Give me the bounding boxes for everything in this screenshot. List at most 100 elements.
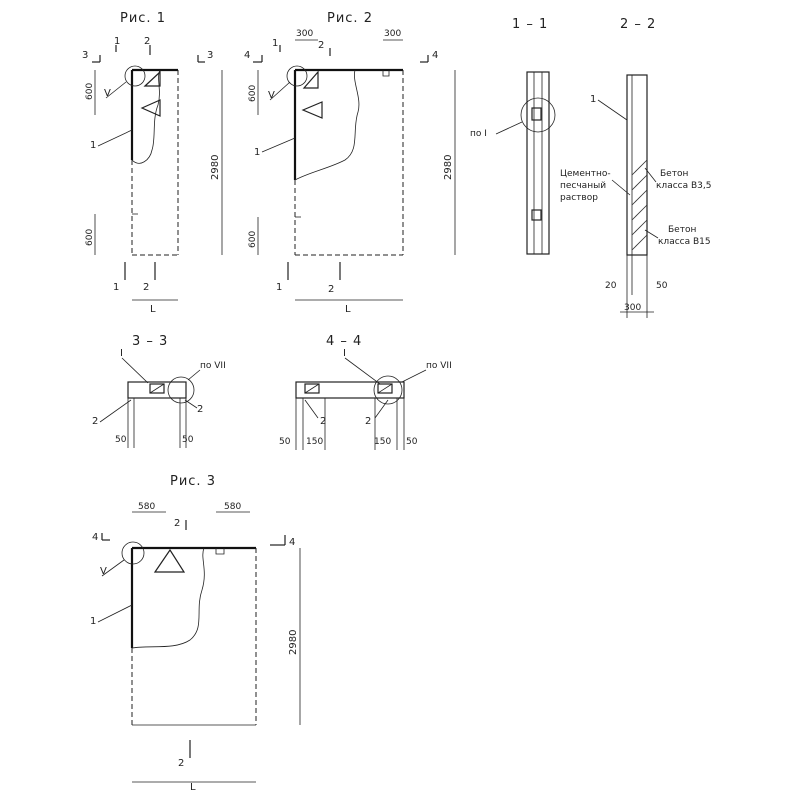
fig3-width: L [190,782,196,793]
sec22-concrete-bot-2: класса В15 [658,237,711,247]
fig1-cutaway [131,69,161,164]
fig2-sec4-right: 4 [432,50,438,61]
sec33-mark-i-leader [121,357,149,384]
sec11-outline [526,71,550,255]
fig1-lifting-loop-top [143,70,161,87]
sec22-concrete-top-2: класса В3,5 [656,181,711,191]
sec22-hatch-line-5 [631,219,648,236]
fig1-detail-circle [124,65,146,87]
fig1-dim-600-bottom: 600 [85,229,95,246]
fig3-mark-v-leader [101,559,125,577]
sec22-dim-20: 20 [605,281,617,291]
fig2-dim-600-bottom: 600 [248,231,258,248]
fig1-mark-v-leader [105,81,127,99]
sec33-label-2-right: 2 [197,404,203,415]
figure-3: Рис. 3 580 580 2 4 4 V 1 2980 2 L [90,474,301,793]
sec22-hatch-line-4 [631,204,648,221]
fig1-dim-1-bottom: 1 [113,282,119,293]
sec33-detail-circle [167,376,195,404]
sec33-outline [127,381,187,399]
fig1-dim-2-bottom: 2 [143,282,149,293]
fig3-dim-580-left: 580 [138,502,155,512]
sec33-title: 3 – 3 [132,334,168,349]
sec22-callout-1: 1 [590,94,596,105]
sec33-insert [149,383,165,394]
sec44-title: 4 – 4 [326,334,362,349]
fig3-dim-2-top: 2 [174,518,180,529]
sec11-title: 1 – 1 [512,17,548,32]
fig2-dim-1-top: 1 [272,38,278,49]
sec44-callout-leader [401,369,427,383]
fig2-lifting-loop-top [302,70,319,89]
sec44-mark-i: I [343,348,346,359]
sec22-callout-leader [597,99,628,121]
fig3-cutaway [131,547,205,649]
figure-2: Рис. 2 4 4 1 2 300 300 600 600 V [244,11,456,315]
sec22-hatch [631,159,648,251]
fig3-title: Рис. 3 [170,474,216,489]
fig3-detail-circle [121,541,145,565]
fig2-mark-v-leader [269,81,291,101]
sec44-insert-right-diag [377,383,393,394]
fig1-dim-2-top: 2 [144,36,150,47]
fig2-dim-600-top: 600 [248,85,258,102]
sec22-hatch-line-1 [631,159,648,176]
sec44-mark-i-leader [344,357,381,385]
fig3-lifting-loop [153,548,186,573]
sec44-label-2-right-leader [374,399,389,419]
sec11-insert-top [531,107,542,121]
fig2-callout-leader [261,137,296,153]
fig3-sec4-left: 4 [92,532,98,543]
fig2-right-loop [382,70,390,77]
sec44-dim-50-right: 50 [406,437,418,447]
sec22-hatch-line-3 [631,189,648,206]
fig1-dim-600-top: 600 [85,83,95,100]
fig2-dim-300-right: 300 [384,29,401,39]
sec22-hatch-line-6 [631,234,648,251]
fig3-right-loop [215,548,225,555]
sec33-callout-leader [187,369,201,381]
section-4-4: 4 – 4 I по VII 2 2 50 150 150 50 [279,334,452,450]
fig1-lifting-loop-mid [140,99,161,117]
sec33-label-2-left-leader [99,399,132,423]
sec22-concrete-top-1: Бетон [660,169,688,179]
section-2-2: 2 – 2 1 Цементно- песчаный раствор Бетон… [560,17,711,318]
fig1-callout-1: 1 [90,140,96,151]
sec33-mark-i: I [120,348,123,359]
sec44-label-2-left: 2 [320,416,326,427]
sec22-concrete-bot-1: Бетон [668,225,696,235]
sec22-title: 2 – 2 [620,17,656,32]
section-3-3: 3 – 3 I по VII 2 2 50 50 [92,334,226,448]
sec22-dim-50: 50 [656,281,668,291]
sec11-insert-bottom [531,209,542,221]
fig3-height: 2980 [288,630,299,655]
sec22-mortar-3: раствор [560,193,598,203]
sec33-label-2-left: 2 [92,416,98,427]
sec44-insert-right [377,383,393,394]
fig2-width: L [345,304,351,315]
sec33-callout-vii: по VII [200,361,226,371]
fig3-sec4-right: 4 [289,537,295,548]
sec22-concrete-top-leader [644,167,657,183]
sec22-mortar-2: песчаный [560,181,606,191]
fig1-sec3-left: 3 [82,50,88,61]
fig3-callout-1: 1 [90,616,96,627]
fig1-height: 2980 [210,155,221,180]
fig1-title: Рис. 1 [120,11,166,26]
fig2-height: 2980 [443,155,454,180]
fig1-width: L [150,304,156,315]
sec22-mortar-leader [611,179,631,196]
sec44-insert-left [304,383,320,394]
sec22-dim-300: 300 [624,303,641,313]
sec33-dim-50-right: 50 [182,435,194,445]
sec44-insert-left-diag [304,383,320,394]
sec33-dim-50-left: 50 [115,435,127,445]
fig2-mark-v: V [268,90,275,101]
fig3-mark-v: V [100,566,107,577]
sec44-label-2-left-leader [304,399,319,419]
fig2-dim-1-bottom: 1 [276,282,282,293]
figure-1: Рис. 1 3 3 1 2 600 600 V 1 [82,11,223,315]
fig2-dim-2-top: 2 [318,40,324,51]
sec22-outline [626,74,648,256]
